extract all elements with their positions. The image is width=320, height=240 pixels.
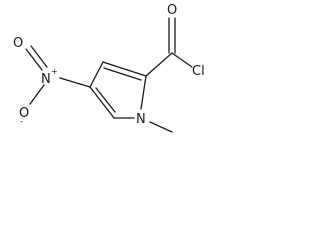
n-methyl-bond [149,121,173,133]
nitro-oxygen-bottom-label: O [19,106,29,121]
nitro-bond [59,77,91,88]
chlorine-label: Cl [192,64,205,79]
ring-bond-c3-c4 [89,61,104,88]
acyl-chloride-bond [171,52,193,68]
nitro-nitrogen-label: N [41,72,51,87]
ring-bond-c2-c3 [102,61,147,77]
nitro-oxygen-top-label: O [13,36,23,51]
chemical-structure-diagram: O Cl N + O O - N [13,3,205,133]
ring-bond-n1-c2 [140,75,147,110]
nitro-double-bond-b [30,45,48,68]
ring-bond-c4-c5 [89,86,115,119]
ring-double-bond-c4-c5-inner [95,87,116,113]
carbonyl-carbon-bond [145,52,173,77]
nitro-single-bond [29,84,45,105]
carbonyl-oxygen-label: O [167,3,177,18]
nitro-nitrogen-charge: + [51,67,58,76]
nitro-double-bond-a [25,48,43,71]
ring-nitrogen-label: N [136,112,146,127]
nitro-oxygen-bottom-charge: - [20,117,23,126]
ring-double-bond-c2-c3-inner [103,67,142,81]
